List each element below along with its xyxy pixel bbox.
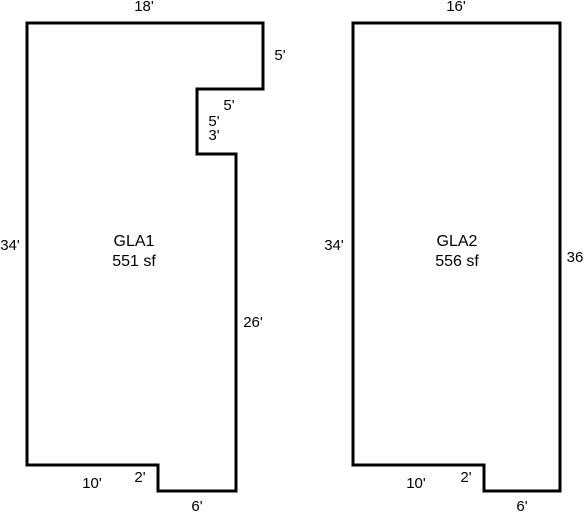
floor-gla1: GLA1 551 sf 18' 34' 5' 5' 5' 3' 26' 10' …: [0, 0, 286, 513]
gla2-outline: [351, 21, 562, 493]
gla1-dim-notch-left-b: 3': [208, 127, 219, 144]
gla1-label: GLA1: [114, 233, 155, 250]
gla1-dim-bottom-right: 6': [191, 498, 202, 513]
gla2-dim-right: 36: [567, 249, 584, 266]
gla1-area: 551 sf: [112, 253, 156, 270]
gla2-label: GLA2: [437, 233, 478, 250]
gla1-dim-notch-left-a: 5': [208, 113, 219, 130]
gla1-dim-top: 18': [134, 0, 154, 15]
gla2-dim-bottom-left: 10': [406, 475, 426, 492]
gla1-dim-left: 34': [0, 237, 20, 254]
gla2-dim-bottom-right: 6': [516, 498, 527, 513]
floor-gla2: GLA2 556 sf 16' 34' 36 10' 2' 6': [324, 0, 583, 513]
gla1-dim-bottom-left: 10': [82, 475, 102, 492]
gla1-outline: [25, 21, 265, 493]
gla2-dim-left: 34': [324, 237, 344, 254]
gla2-dim-top: 16': [446, 0, 466, 15]
gla1-dim-right: 26': [243, 314, 263, 331]
gla1-dim-bottom-step: 2': [134, 469, 145, 486]
gla1-dim-notch-top: 5': [223, 97, 234, 114]
gla2-dim-bottom-step: 2': [460, 469, 471, 486]
gla1-dim-notch-right: 5': [274, 47, 285, 64]
gla2-area: 556 sf: [435, 253, 479, 270]
